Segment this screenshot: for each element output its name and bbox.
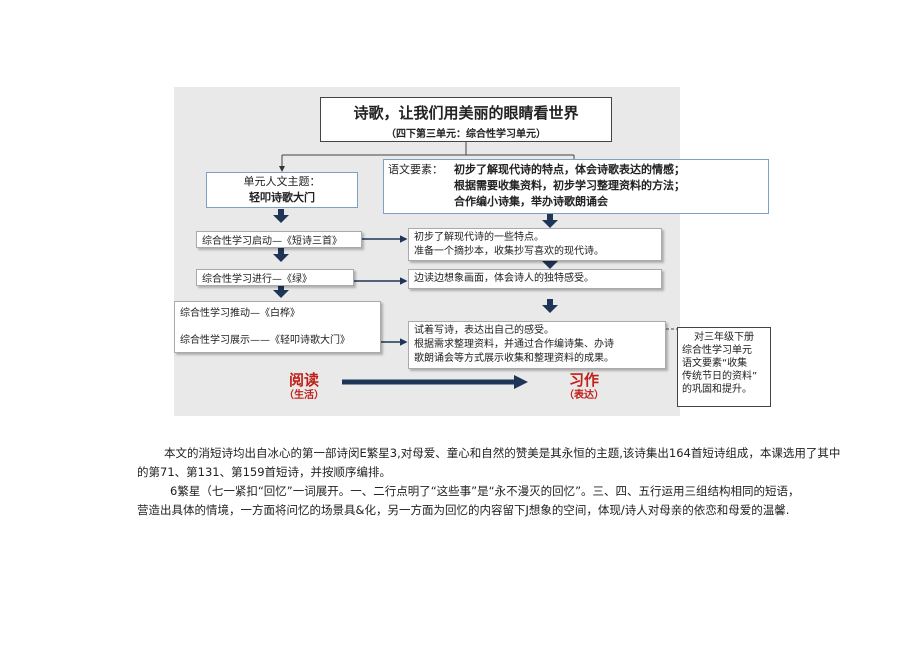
unit-diagram: 诗歌，让我们用美丽的眼睛看世界 （四下第三单元：综合性学习单元） 单元人文主题：… bbox=[174, 87, 771, 416]
goal-box-2: 边读边想象画面，体会诗人的独特感受。 bbox=[408, 269, 662, 289]
goal-line: 准备一个摘抄本，收集抄写喜欢的现代诗。 bbox=[414, 246, 604, 257]
goal-line: 初步了解现代诗的一些特点。 bbox=[414, 232, 544, 243]
body-text: 本文的消短诗均出自冰心的第一部诗闵E繁星3,对母爱、童心和自然的赞美是其永恒的主… bbox=[137, 444, 877, 520]
writing-label: 习作 （表达） bbox=[554, 372, 614, 404]
diagram-title: 诗歌，让我们用美丽的眼睛看世界 bbox=[353, 104, 579, 122]
reading-title: 阅读 bbox=[288, 371, 319, 389]
theme-value: 轻叩诗歌大门 bbox=[249, 191, 315, 204]
step-label: 综合性学习启动—《短诗三首》 bbox=[202, 236, 342, 247]
down-arrow-icon bbox=[273, 209, 558, 313]
goal-line: 边读边想象画面，体会诗人的独特感受。 bbox=[414, 273, 594, 284]
language-elements-box: 语文要素： 初步了解现代诗的特点，体会诗歌表达的情感； 根据需要收集资料，初步学… bbox=[383, 159, 769, 214]
step-box-push-show: 综合性学习推动—《白桦》 综合性学习展示——《轻叩诗歌大门》 bbox=[174, 301, 381, 353]
side-note-line: 语文要素“收集 bbox=[682, 358, 748, 369]
paragraph-2-line-1: 6繁星（七一紧扣“回忆”一词展开。一、二行点明了“这些事”是“永不漫灭的回忆”。… bbox=[170, 484, 800, 498]
goal-line: 试着写诗，表达出自己的感受。 bbox=[414, 325, 554, 336]
element-item: 合作编小诗集，举办诗歌朗诵会 bbox=[454, 195, 608, 208]
step-label: 综合性学习推动—《白桦》 bbox=[180, 308, 300, 319]
paragraph-1-line-2: 的第71、第131、第159首短诗，并按顺序编排。 bbox=[137, 465, 392, 479]
side-note-line: 综合性学习单元 bbox=[682, 345, 752, 356]
elements-label: 语文要素： bbox=[388, 163, 443, 176]
theme-box: 单元人文主题： 轻叩诗歌大门 bbox=[206, 172, 358, 208]
reading-label: 阅读 （生活） bbox=[274, 372, 334, 404]
goal-box-3: 试着写诗，表达出自己的感受。 根据需求整理资料，并通过合作编诗集、办诗 歌朗诵会… bbox=[408, 321, 666, 369]
side-note-line: 对三年级下册 bbox=[694, 332, 754, 343]
paragraph-1-line-1: 本文的消短诗均出自冰心的第一部诗闵E繁星3,对母爱、童心和自然的赞美是其永恒的主… bbox=[164, 446, 841, 460]
side-note-line: 的巩固和提升。 bbox=[682, 384, 752, 395]
theme-label: 单元人文主题： bbox=[243, 175, 321, 188]
goal-box-1: 初步了解现代诗的一些特点。 准备一个摘抄本，收集抄写喜欢的现代诗。 bbox=[408, 228, 662, 261]
step-label: 综合性学习进行—《绿》 bbox=[202, 274, 312, 285]
writing-sub: （表达） bbox=[564, 390, 604, 401]
paragraph-2-line-2: 营造出具体的情境，一方面将问忆的场景具&化，另一方面为回忆的内容留下J想象的空间… bbox=[137, 503, 790, 517]
step-label: 综合性学习展示——《轻叩诗歌大门》 bbox=[180, 335, 350, 346]
diagram-title-box: 诗歌，让我们用美丽的眼睛看世界 （四下第三单元：综合性学习单元） bbox=[320, 97, 612, 142]
step-box-progress: 综合性学习进行—《绿》 bbox=[196, 269, 354, 286]
goal-line: 歌朗诵会等方式展示收集和整理资料的成果。 bbox=[414, 353, 614, 364]
reading-sub: （生活） bbox=[284, 390, 324, 401]
element-item: 初步了解现代诗的特点，体会诗歌表达的情感； bbox=[454, 163, 685, 176]
side-note-box: 对三年级下册 综合性学习单元 语文要素“收集 传统节日的资料” 的巩固和提升。 bbox=[677, 327, 771, 407]
element-item: 根据需要收集资料，初步学习整理资料的方法； bbox=[454, 179, 685, 192]
step-box-start: 综合性学习启动—《短诗三首》 bbox=[196, 231, 362, 248]
goal-line: 根据需求整理资料，并通过合作编诗集、办诗 bbox=[414, 339, 614, 350]
side-note-line: 传统节日的资料” bbox=[682, 371, 758, 382]
writing-title: 习作 bbox=[568, 371, 599, 389]
diagram-subtitle: （四下第三单元：综合性学习单元） bbox=[386, 129, 546, 140]
